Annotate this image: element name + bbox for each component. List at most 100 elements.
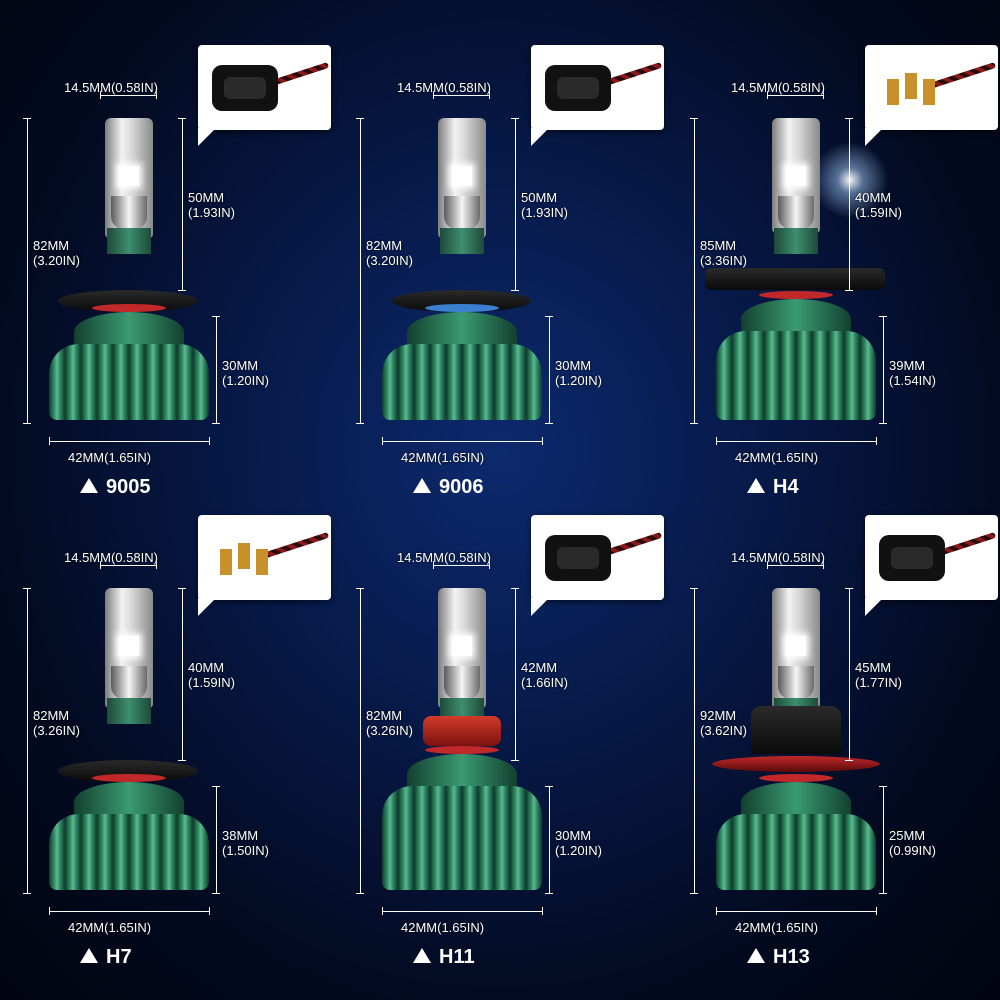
mount-flange — [705, 268, 885, 290]
callout-tail — [531, 598, 549, 616]
base-width-line — [49, 911, 209, 912]
base-height-tick-bottom — [545, 893, 553, 894]
base-height-tick-bottom — [545, 423, 553, 424]
heatsink-fins — [382, 344, 542, 420]
led-width-tick-right — [156, 91, 157, 99]
9006-plug-icon — [545, 65, 611, 111]
bulb-cell-9005: 14.5MM(0.58IN)82MM (3.20IN)50MM (1.93IN)… — [0, 0, 333, 500]
base-height-tick-bottom — [879, 893, 887, 894]
model-label: H11 — [413, 946, 475, 969]
model-label: 9005 — [80, 476, 151, 499]
base-height-tick-top — [212, 316, 220, 317]
led-emitter-icon — [786, 166, 806, 186]
model-label: 9006 — [413, 476, 484, 499]
head-length-label: 42MM (1.66IN) — [521, 660, 568, 690]
callout-tail — [531, 128, 549, 146]
total-length-line — [27, 588, 28, 893]
base-height-line — [883, 316, 884, 423]
bulb-neck — [107, 228, 151, 254]
base-height-tick-top — [545, 786, 553, 787]
callout-tail — [198, 598, 216, 616]
base-width-tick-right — [876, 907, 877, 915]
bulb-neck — [440, 228, 484, 254]
led-width-line — [433, 95, 489, 96]
bulb-cell-h11: 14.5MM(0.58IN) 82MM (3.26IN) 42MM (1.66IN)… — [333, 470, 666, 970]
base-height-label: 30MM (1.20IN) — [555, 828, 602, 858]
led-width-tick-left — [767, 91, 768, 99]
reflector-cup — [111, 196, 147, 230]
led-width-tick-right — [156, 561, 157, 569]
total-length-line — [360, 118, 361, 423]
base-width-tick-left — [49, 907, 50, 915]
head-length-tick-bottom — [845, 760, 853, 761]
base-height-label: 38MM (1.50IN) — [222, 828, 269, 858]
led-width-tick-left — [100, 91, 101, 99]
base-width-label: 42MM(1.65IN) — [68, 920, 152, 935]
base-height-tick-bottom — [212, 423, 220, 424]
base-height-line — [216, 786, 217, 893]
connector-callout — [531, 45, 664, 130]
base-width-line — [716, 911, 876, 912]
base-width-tick-right — [542, 437, 543, 445]
heatsink-fins — [49, 814, 209, 890]
led-emitter-icon — [452, 166, 472, 186]
head-length-line — [182, 588, 183, 760]
led-width-tick-left — [767, 561, 768, 569]
base-height-line — [549, 786, 550, 893]
led-width-tick-right — [823, 91, 824, 99]
head-length-label: 50MM (1.93IN) — [188, 190, 235, 220]
head-length-label: 50MM (1.93IN) — [521, 190, 568, 220]
led-width-label: 14.5MM(0.58IN) — [397, 80, 491, 95]
head-length-tick-top — [178, 588, 186, 589]
base-height-label: 30MM (1.20IN) — [222, 358, 269, 388]
reflector-cup — [444, 666, 480, 700]
head-length-line — [515, 118, 516, 290]
bulb-cell-9006: 14.5MM(0.58IN)82MM (3.20IN)50MM (1.93IN)… — [333, 0, 666, 500]
head-length-tick-bottom — [511, 760, 519, 761]
head-length-tick-bottom — [178, 290, 186, 291]
connector-socket — [891, 547, 933, 569]
model-label: H7 — [80, 946, 132, 969]
led-width-label: 14.5MM(0.58IN) — [64, 80, 158, 95]
led-width-tick-right — [489, 91, 490, 99]
base-width-tick-left — [49, 437, 50, 445]
total-length-tick-top — [690, 588, 698, 589]
led-width-label: 14.5MM(0.58IN) — [397, 550, 491, 565]
connector-socket — [557, 547, 599, 569]
led-width-line — [100, 95, 156, 96]
connector-callout — [865, 45, 998, 130]
mount-ring — [712, 756, 880, 772]
sealing-ring — [92, 304, 166, 312]
head-length-tick-top — [178, 118, 186, 119]
bulb-neck — [774, 228, 818, 254]
heatsink-fins — [716, 331, 876, 420]
base-width-line — [382, 911, 542, 912]
total-length-label: 85MM (3.36IN) — [700, 238, 747, 268]
head-length-tick-top — [511, 118, 519, 119]
head-length-label: 45MM (1.77IN) — [855, 660, 902, 690]
base-height-tick-bottom — [879, 423, 887, 424]
total-length-label: 82MM (3.26IN) — [366, 708, 413, 738]
connector-pin — [238, 543, 250, 569]
total-length-tick-bottom — [690, 893, 698, 894]
model-name: H11 — [439, 946, 475, 968]
triangle-icon — [413, 948, 431, 963]
total-length-tick-bottom — [356, 423, 364, 424]
total-length-tick-bottom — [356, 893, 364, 894]
head-length-tick-bottom — [511, 290, 519, 291]
head-length-tick-top — [511, 588, 519, 589]
model-name: H13 — [773, 946, 810, 968]
triangle-icon — [80, 478, 98, 493]
base-width-tick-left — [716, 437, 717, 445]
bulb-cell-h4: 14.5MM(0.58IN)85MM (3.36IN)40MM (1.59IN)… — [667, 0, 1000, 500]
total-length-tick-bottom — [23, 423, 31, 424]
head-length-tick-bottom — [178, 760, 186, 761]
total-length-tick-top — [23, 118, 31, 119]
led-width-label: 14.5MM(0.58IN) — [64, 550, 158, 565]
bulb-cell-h13: 14.5MM(0.58IN)92MM (3.62IN)45MM (1.77IN)… — [667, 470, 1000, 970]
base-height-tick-top — [879, 786, 887, 787]
h7-plug-icon — [212, 535, 278, 581]
base-height-label: 25MM (0.99IN) — [889, 828, 936, 858]
connector-socket — [224, 77, 266, 99]
connector-pin — [220, 549, 232, 575]
